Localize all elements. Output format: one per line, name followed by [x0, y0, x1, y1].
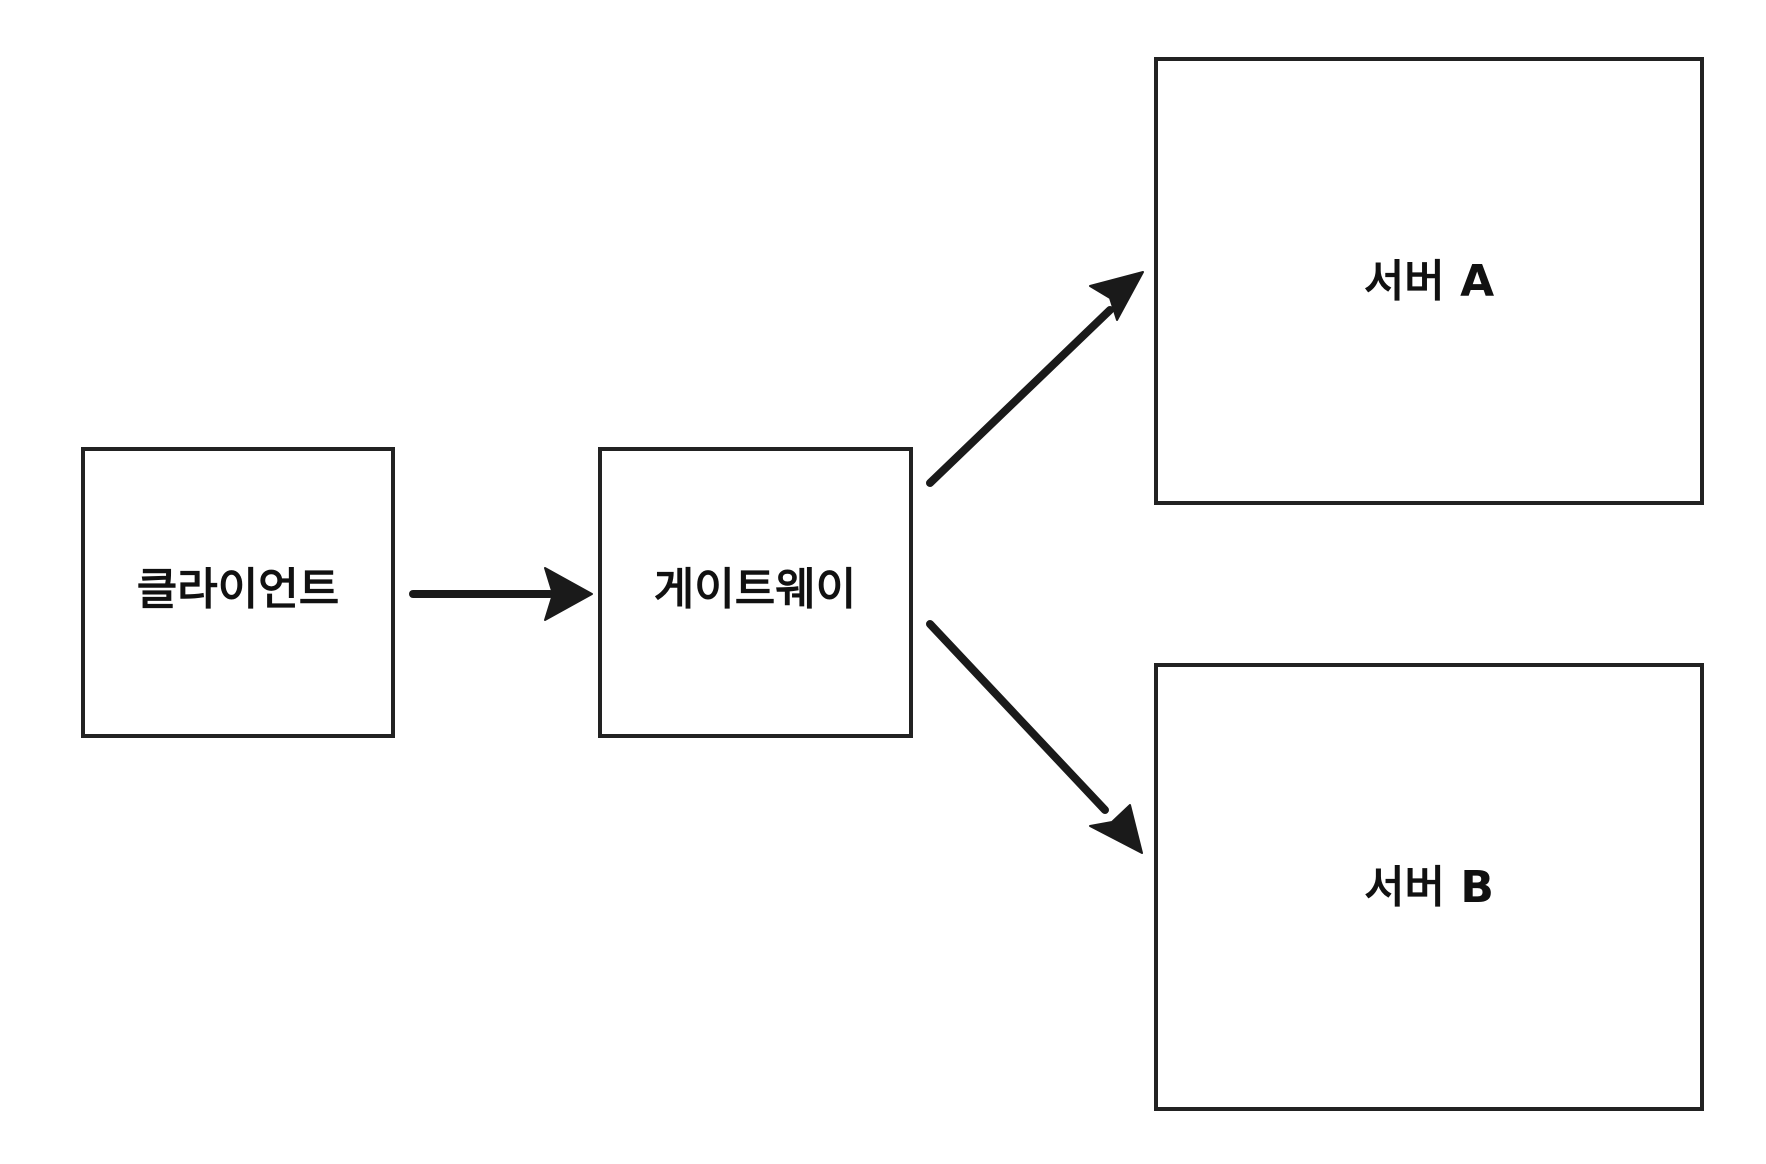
- edge-gateway-to-server-b: [926, 620, 1143, 854]
- node-gateway: 게이트웨이: [598, 447, 913, 738]
- edge-client-to-gateway: [409, 567, 593, 621]
- node-server-b-box: [1154, 663, 1704, 1111]
- node-gateway-box: [598, 447, 913, 738]
- node-server-a: 서버 A: [1154, 57, 1704, 505]
- node-server-b: 서버 B: [1154, 663, 1704, 1111]
- node-client-label: 클라이언트: [137, 564, 339, 615]
- edge-gateway-to-server-b-arrowhead: [1089, 804, 1143, 854]
- edge-gateway-to-server-a-arrowhead: [1089, 271, 1144, 321]
- node-client-box: [81, 447, 395, 738]
- node-server-a-label: 서버 A: [1364, 256, 1494, 307]
- node-gateway-label: 게이트웨이: [654, 564, 856, 615]
- node-client: 클라이언트: [81, 447, 395, 738]
- node-server-a-box: [1154, 57, 1704, 505]
- edge-client-to-gateway-arrowhead: [544, 567, 593, 621]
- edge-gateway-to-server-a-line: [926, 306, 1114, 487]
- edge-gateway-to-server-a: [926, 271, 1144, 487]
- node-server-b-label: 서버 B: [1364, 862, 1494, 913]
- edge-gateway-to-server-b-line: [926, 620, 1109, 814]
